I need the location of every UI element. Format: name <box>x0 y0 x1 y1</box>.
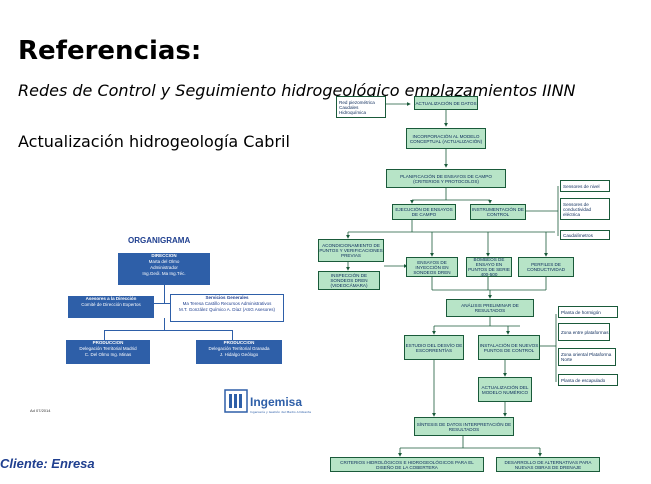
org-text: Ing.Geól. Ma Ing.Téc. <box>142 271 186 276</box>
org-connector <box>104 303 228 304</box>
org-text: Marta del Olmo <box>148 259 180 264</box>
side-sensores-conductividad: Sensores de conductividad eléctrica <box>560 198 610 220</box>
org-text: Delegación Territorial Granada <box>208 346 270 351</box>
flow-node-ejecucion: EJECUCIÓN DE ENSAYOS DE CAMPO <box>392 204 456 220</box>
org-text: PRODUCCION <box>92 340 124 345</box>
org-asesores-box: Asesores a la Dirección Comité de Direcc… <box>68 296 154 318</box>
flow-node-alternativas: DESARROLLO DE ALTERNATIVAS PARA NUEVAS O… <box>496 457 600 472</box>
side-sensores-nivel: Sensores de nivel <box>560 180 610 192</box>
org-text: PRODUCCION <box>223 340 255 345</box>
flow-node-criterios: CRITERIOS HIDROLÓGICOS E HIDROGEOLÓGICOS… <box>330 457 484 472</box>
org-connector <box>104 330 105 340</box>
org-text: Administrador <box>150 265 178 270</box>
org-text: M.T. González Químico A. Díaz (ASG Aseso… <box>178 307 276 312</box>
client-label: Cliente: Enresa <box>0 456 95 471</box>
flow-node-actualizacion-datos: ACTUALIZACIÓN DE DATOS <box>414 96 478 110</box>
flow-node-estudio-desvio: ESTUDIO DEL DESVÍO DE ESCORRENTÍAS <box>404 335 464 360</box>
org-connector <box>164 318 165 330</box>
flow-node-planificacion: PLANIFICACIÓN DE ENSAYOS DE CAMPO (CRITE… <box>386 169 506 188</box>
org-text: Ma Teresa Castillo Recursos Administrati… <box>182 301 272 306</box>
flow-node-instrumentacion: INSTRUMENTACIÓN DE CONTROL <box>470 204 526 220</box>
org-direccion-box: DIRECCION Marta del Olmo Administrador I… <box>118 253 210 285</box>
ingemisa-logo-subtitle: Ingeniería y Gestión del Medio Ambiente <box>250 410 312 414</box>
ingemisa-logo-text: Ingemisa <box>250 395 303 409</box>
org-text: Asesores a la Dirección <box>85 296 137 301</box>
flow-node-perfiles: PERFILES DE CONDUCTIVIDAD <box>518 257 574 277</box>
org-text: Comité de Dirección Expertos <box>81 302 141 307</box>
slide-title: Referencias: <box>18 36 202 66</box>
org-date: Ad 07/2014 <box>30 408 51 413</box>
org-connector <box>104 330 232 331</box>
org-text: Delegación Territorial Madrid <box>79 346 137 351</box>
org-connector <box>164 285 165 303</box>
slide-subtitle-2: Actualización hidrogeología Cabril <box>18 132 290 151</box>
flow-node-sintesis: SÍNTESIS DE DATOS INTERPRETACIÓN DE RESU… <box>414 417 514 436</box>
flow-node-analisis-preliminar: ANÁLISIS PRELIMINAR DE RESULTADOS <box>446 299 534 317</box>
flow-node-instalacion-puntos: INSTALACIÓN DE NUEVOS PUNTOS DE CONTROL <box>478 335 540 360</box>
side-planta-escapulado: Planta de escapulado <box>558 374 618 386</box>
side-zona-plataformas: Zona entre plataformas <box>558 323 610 341</box>
org-text: C. Del Olmo Ing. Minas <box>84 352 132 357</box>
org-text: Servicios Generales <box>205 295 249 300</box>
org-text: J. Hidalgo Geólogo <box>219 352 259 357</box>
flow-node-sources: Red piezométrica Caudales Hidroquímica <box>336 96 386 118</box>
flow-node-modelo-conceptual: INCORPORACIÓN AL MODELO CONCEPTUAL (ACTU… <box>406 128 486 149</box>
org-produccion-madrid-box: PRODUCCION Delegación Territorial Madrid… <box>66 340 150 364</box>
organigrama-title: ORGANIGRAMA <box>128 236 191 245</box>
org-connector <box>232 330 233 340</box>
side-caudalimetros: Caudalímetros <box>560 230 610 240</box>
flow-node-bombeos: BOMBEOS DE ENSAYO EN PUNTOS DE SERIE 400… <box>466 257 512 277</box>
flow-node-ensayos-inyeccion: ENSAYOS DE INYECCIÓN EN SONDEOS DREN <box>406 257 458 277</box>
flow-node-acondicionamiento: ACONDICIONAMIENTO DE PUNTOS Y VERIFICACI… <box>318 239 384 262</box>
side-zona-oriental: Zona oriental Plataforma Norte <box>558 348 616 366</box>
org-produccion-granada-box: PRODUCCION Delegación Territorial Granad… <box>196 340 282 364</box>
org-servicios-box: Servicios Generales Ma Teresa Castillo R… <box>170 294 284 322</box>
org-text: DIRECCION <box>151 253 177 258</box>
flow-node-modelo-numerico: ACTUALIZACIÓN DEL MODELO NUMÉRICO <box>478 377 532 402</box>
flow-node-inspeccion: INSPECCIÓN DE SONDEOS DREN (VIDEOCÁMARA) <box>318 271 380 290</box>
slide-subtitle: Redes de Control y Seguimiento hidrogeol… <box>18 81 576 100</box>
side-planta-hormigon: Planta de hormigón <box>558 306 618 318</box>
ingemisa-logo-icon <box>224 389 248 413</box>
